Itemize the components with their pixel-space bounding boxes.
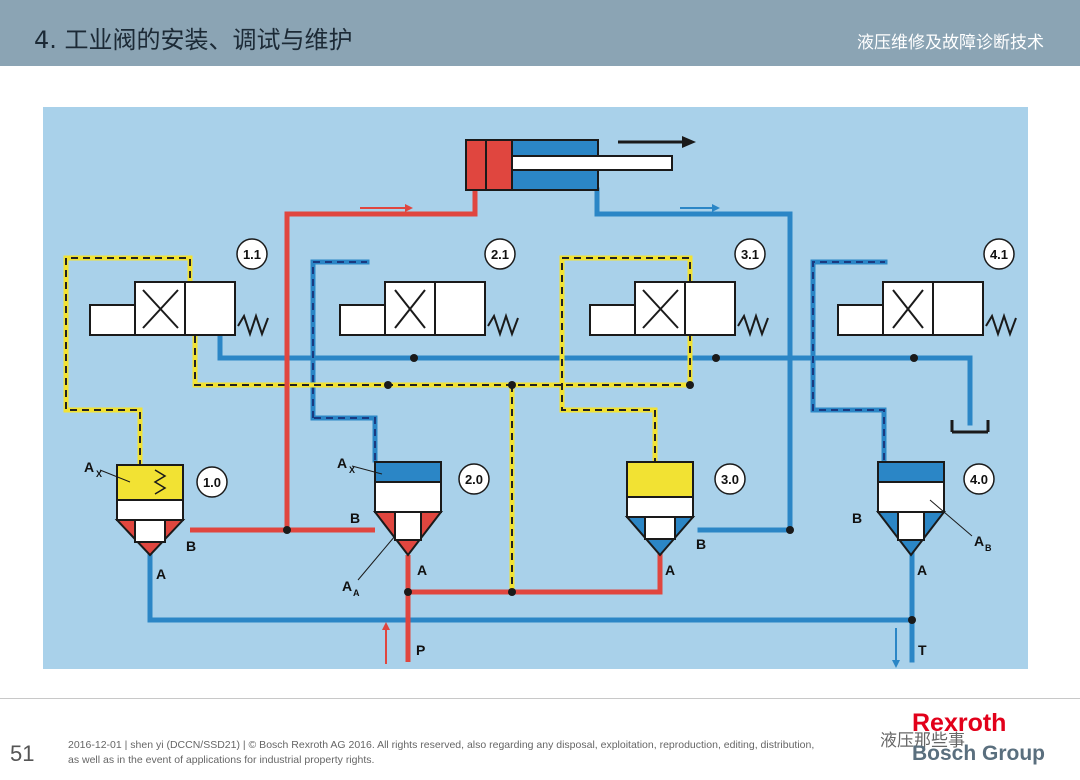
svg-text:A: A <box>917 562 927 578</box>
brand-logo: Rexroth <box>912 709 1007 737</box>
svg-text:A: A <box>84 459 94 475</box>
svg-text:1.0: 1.0 <box>203 475 221 490</box>
pilot-valve-3-1 <box>589 281 769 338</box>
label-1-1: 1.1 <box>236 238 268 270</box>
pilot-valve-4-1 <box>837 281 1017 338</box>
svg-text:3.0: 3.0 <box>721 472 739 487</box>
svg-text:2.1: 2.1 <box>491 247 509 262</box>
svg-text:B: B <box>985 543 992 553</box>
svg-text:B: B <box>350 510 360 526</box>
label-3-1: 3.1 <box>734 238 766 270</box>
svg-text:A: A <box>342 578 352 594</box>
brand-subtitle: Bosch Group <box>912 742 1046 765</box>
label-4-1: 4.1 <box>983 238 1015 270</box>
copyright-line-1: 2016-12-01 | shen yi (DCCN/SSD21) | © Bo… <box>68 739 815 751</box>
svg-text:T: T <box>918 642 927 658</box>
label-2-1: 2.1 <box>484 238 516 270</box>
pilot-valve-1-1 <box>89 281 269 338</box>
svg-text:4.1: 4.1 <box>990 247 1008 262</box>
svg-text:2.0: 2.0 <box>465 472 483 487</box>
label-3-0: 3.0 <box>714 463 746 495</box>
svg-text:A: A <box>353 588 360 598</box>
label-4-0: 4.0 <box>963 463 995 495</box>
svg-text:4.0: 4.0 <box>970 472 988 487</box>
svg-text:X: X <box>349 465 355 475</box>
wechat-watermark: 液压那些事 <box>880 731 965 751</box>
label-2-0: 2.0 <box>458 463 490 495</box>
svg-text:B: B <box>696 536 706 552</box>
svg-text:A: A <box>337 455 347 471</box>
svg-text:P: P <box>416 642 425 658</box>
page-title: 4. 工业阀的安装、调试与维护 <box>34 26 353 54</box>
hydraulic-circuit-diagram: 1.1 2.1 3.1 4.1 1.0 2.0 3.0 4.0 A X A X … <box>43 107 1028 669</box>
label-1-0: 1.0 <box>196 466 228 498</box>
svg-text:A: A <box>417 562 427 578</box>
svg-text:3.1: 3.1 <box>741 247 759 262</box>
copyright-notice: 2016-12-01 | shen yi (DCCN/SSD21) | © Bo… <box>68 738 868 768</box>
hydraulic-cylinder <box>465 136 696 191</box>
svg-text:A: A <box>156 566 166 582</box>
copyright-line-2: as well as in the event of applications … <box>68 754 375 766</box>
cartridge-valve-2-0 <box>372 461 444 557</box>
cartridge-valve-4-0 <box>875 461 947 557</box>
svg-text:1.1: 1.1 <box>243 247 261 262</box>
cartridge-valve-3-0 <box>624 461 696 557</box>
header-bar: 4. 工业阀的安装、调试与维护 液压维修及故障诊断技术 <box>0 0 1080 66</box>
svg-text:B: B <box>852 510 862 526</box>
course-topic: 液压维修及故障诊断技术 <box>857 33 1044 53</box>
footer-divider <box>0 698 1080 699</box>
svg-text:A: A <box>974 533 984 549</box>
svg-text:X: X <box>96 469 102 479</box>
pilot-valve-2-1 <box>339 281 519 338</box>
page-number: 51 <box>10 741 35 766</box>
cartridge-valve-1-0 <box>114 464 186 557</box>
svg-text:A: A <box>665 562 675 578</box>
svg-text:B: B <box>186 538 196 554</box>
